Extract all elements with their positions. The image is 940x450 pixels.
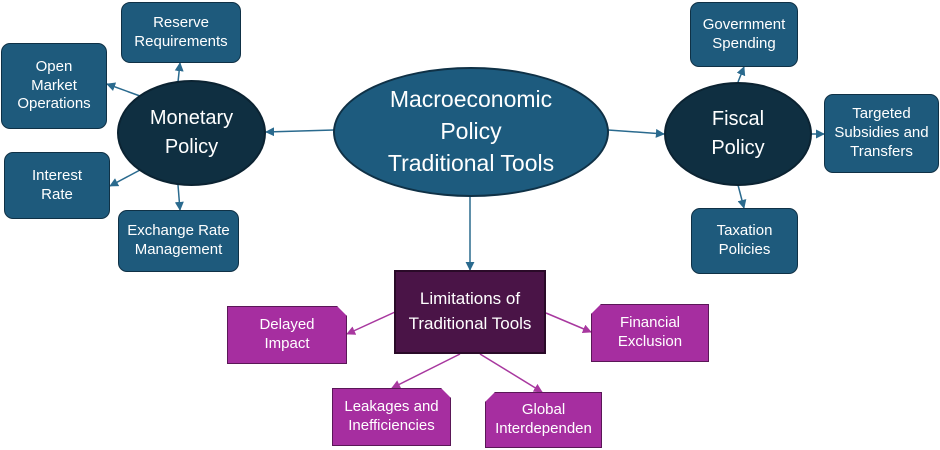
leakages-inefficiencies-node: Leakages and Inefficiencies [332, 388, 451, 446]
global-interdependence-node: Global Interdependen [485, 392, 602, 448]
connector-monetary-exchange [174, 184, 184, 211]
limitations-node: Limitations of Traditional Tools [394, 270, 546, 354]
connector-limitations-leakages [391, 353, 461, 389]
financial-exclusion-node: Financial Exclusion [591, 304, 709, 362]
connector-fiscal-taxation [737, 184, 747, 209]
interest-rate-node: Interest Rate [4, 152, 110, 219]
reserve-requirements-node: Reserve Requirements [121, 2, 241, 63]
connector-limitations-global [479, 353, 543, 393]
exchange-rate-management-node: Exchange Rate Management [118, 210, 239, 272]
taxation-policies-node: Taxation Policies [691, 208, 798, 274]
delayed-impact-node: Delayed Impact [227, 306, 347, 364]
connector-center-monetary [265, 127, 335, 137]
connector-monetary-reserve [174, 62, 184, 83]
open-market-operations-node: Open Market Operations [1, 43, 107, 129]
center-node-macroeconomic-policy: Macroeconomic Policy Traditional Tools [333, 67, 609, 197]
connector-center-fiscal [607, 128, 665, 138]
connector-monetary-interest [109, 169, 141, 187]
monetary-policy-node: Monetary Policy [117, 80, 266, 186]
connector-fiscal-government [736, 66, 746, 83]
government-spending-node: Government Spending [690, 2, 798, 67]
fiscal-policy-node: Fiscal Policy [664, 82, 812, 186]
connector-limitations-delayed [346, 311, 396, 335]
connector-limitations-financial [545, 312, 592, 333]
connector-monetary-open-market [106, 82, 141, 97]
targeted-subsidies-transfers-node: Targeted Subsidies and Transfers [824, 94, 939, 173]
